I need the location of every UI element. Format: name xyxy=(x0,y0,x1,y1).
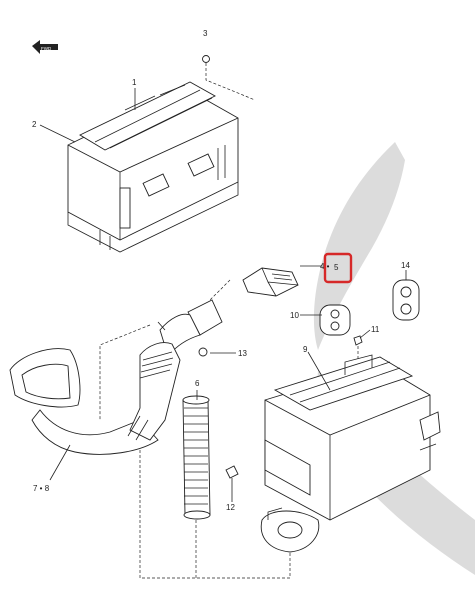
clip-part-13 xyxy=(198,347,208,357)
heater-unit xyxy=(67,81,239,253)
callout-12: 12 xyxy=(226,503,235,512)
callout-13: 13 xyxy=(238,349,247,358)
callout-14: 14 xyxy=(401,261,410,270)
callout-1: 1 xyxy=(132,78,137,87)
assembly-lines xyxy=(99,279,291,579)
screw-part-3 xyxy=(202,55,256,101)
callout-9: 9 xyxy=(303,345,308,354)
callout-2: 2 xyxy=(32,120,37,129)
callout-7-8: 7 • 8 xyxy=(33,484,50,493)
callout-3: 3 xyxy=(203,29,208,38)
corrugated-hose-part-6 xyxy=(182,395,211,520)
forward-arrow-icon: FWD xyxy=(32,40,58,54)
grommet-part-10 xyxy=(319,304,351,336)
callout-5: 5 xyxy=(334,263,339,272)
grommet-part-14 xyxy=(392,279,420,321)
duct-part-4 xyxy=(242,267,299,297)
air-cleaner-part-9 xyxy=(260,354,441,553)
intake-hose-part-7-8 xyxy=(9,342,181,455)
callout-11: 11 xyxy=(371,325,380,334)
bolt-part-12 xyxy=(225,465,239,492)
callout-5-highlight-box xyxy=(323,252,353,284)
callout-10: 10 xyxy=(290,311,299,320)
leader-lines xyxy=(39,88,407,502)
callout-6: 6 xyxy=(195,379,200,388)
bolt-part-11 xyxy=(353,335,363,360)
forward-arrow-label: FWD xyxy=(41,46,52,51)
